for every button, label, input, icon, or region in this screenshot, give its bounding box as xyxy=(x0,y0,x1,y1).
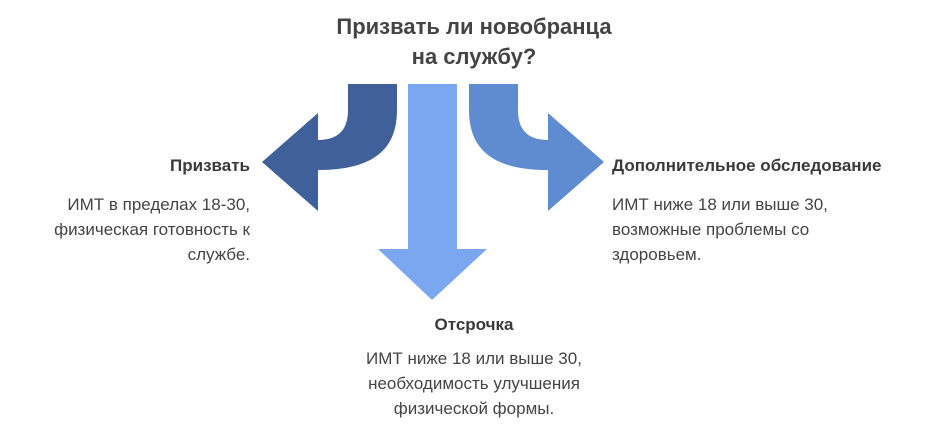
branch-left-title: Призвать xyxy=(170,156,250,175)
branch-middle-line: ИМТ ниже 18 или выше 30, xyxy=(366,349,582,368)
branch-middle-line: физической формы. xyxy=(393,399,555,418)
branch-right-title: Дополнительное обследование xyxy=(612,156,882,175)
branch-left-description: ИМТ в пределах 18-30, физическая готовно… xyxy=(54,192,250,267)
diagram-title: Призвать ли новобранца на службу? xyxy=(224,12,724,72)
title-line-2: на службу? xyxy=(411,44,537,69)
branch-right-description: ИМТ ниже 18 или выше 30, возможные пробл… xyxy=(612,192,828,267)
right-arrow xyxy=(469,84,604,211)
branch-middle-line: необходимость улучшения xyxy=(368,374,580,393)
branch-left-line: службе. xyxy=(187,245,250,264)
branch-left-line: физическая готовность к xyxy=(54,220,250,239)
branch-right-line: ИМТ ниже 18 или выше 30, xyxy=(612,195,828,214)
branch-left-line: ИМТ в пределах 18-30, xyxy=(67,195,250,214)
branch-middle-description: ИМТ ниже 18 или выше 30, необходимость у… xyxy=(224,346,724,421)
branch-middle-title: Отсрочка xyxy=(434,315,514,334)
middle-arrow xyxy=(378,84,487,300)
left-arrow xyxy=(262,84,397,211)
branch-right-line: здоровьем. xyxy=(612,245,702,264)
branch-right-line: возможные проблемы со xyxy=(612,220,810,239)
title-line-1: Призвать ли новобранца xyxy=(336,14,612,39)
